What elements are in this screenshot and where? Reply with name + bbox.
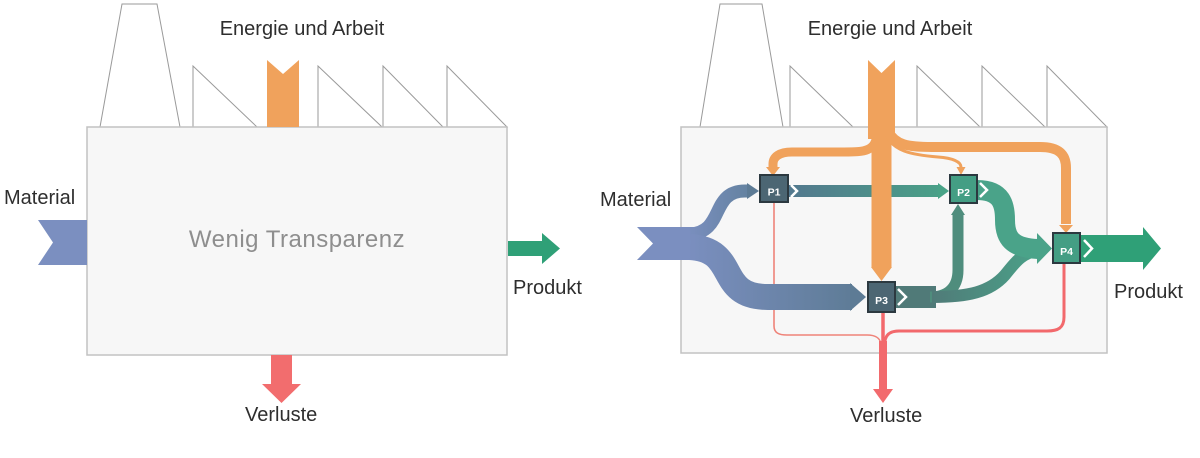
node-p2-label: P2 [957, 187, 970, 199]
node-p2 [949, 174, 978, 204]
losses-flows [773, 203, 1066, 390]
losses-arrow [262, 355, 301, 403]
p4-exit-chevron [1083, 239, 1094, 258]
roof-sawtooth [1046, 64, 1109, 128]
roof-sawtooth [382, 64, 445, 128]
node-p4-label: P4 [1060, 246, 1073, 258]
chimney-shape [699, 3, 784, 128]
roof-sawtooth [446, 64, 509, 128]
roof-sawtooth [317, 64, 384, 128]
energy-flow-to-p4 [883, 128, 1071, 224]
roof-sawtooth [789, 64, 855, 128]
p4-in-arrowhead [1037, 233, 1052, 264]
p1-exit-chevron [790, 184, 799, 198]
energy-label: Energie und Arbeit [219, 18, 385, 40]
p2-bottom-arrowhead [951, 204, 965, 215]
factory-box [86, 126, 508, 356]
p2-in-arrowhead [938, 183, 949, 199]
product-arrow [1081, 227, 1161, 270]
chimney-shape [99, 3, 181, 128]
loss-flow-p1 [773, 203, 882, 345]
material-arrow [637, 227, 698, 260]
p2-energy-arrowhead [956, 167, 966, 175]
p3-in-arrowhead [850, 283, 866, 311]
black-box-caption: Wenig Transparenz [188, 226, 406, 253]
node-p1-label: P1 [768, 186, 781, 198]
energy-arrow [267, 60, 299, 127]
p4-energy-arrowhead [1059, 225, 1073, 233]
product-label: Produkt [1114, 281, 1183, 303]
roof-sawtooth [192, 64, 259, 128]
p1-energy-arrowhead [766, 167, 780, 176]
node-p1 [759, 174, 789, 203]
material-label: Material [600, 189, 672, 211]
losses-label: Verluste [850, 405, 923, 427]
material-arrow [38, 220, 87, 265]
node-p3 [867, 281, 896, 313]
product-label: Produkt [513, 277, 582, 299]
material-label: Material [4, 187, 76, 209]
black-box-figure [38, 3, 560, 403]
losses-label: Verluste [245, 404, 318, 426]
energy-flows [768, 128, 1071, 267]
energy-label: Energie und Arbeit [807, 18, 973, 40]
diagram-transparent-processes: P1 P2 P3 P4 Energie und Arbeit Material … [600, 0, 1200, 458]
energy-arrow [868, 60, 895, 139]
p3-energy-arrowhead [871, 267, 892, 281]
roof-sawtooth [916, 64, 982, 128]
product-arrow [508, 233, 560, 264]
loss-flow-p4 [883, 264, 1066, 342]
p3-exit-chevron [897, 288, 908, 306]
node-p4 [1052, 232, 1081, 264]
material-flow-to-p1 [688, 184, 747, 241]
p1-in-arrowhead [747, 183, 759, 199]
process-flow-figure: P1 P2 P3 P4 [637, 3, 1161, 403]
flow-chevrons [790, 182, 1094, 306]
roof-sawtooth [981, 64, 1047, 128]
losses-arrowhead [873, 389, 893, 403]
material-flow-to-p3 [688, 234, 852, 310]
node-p3-label: P3 [875, 295, 888, 307]
p2-exit-chevron [979, 182, 989, 198]
flow-p2-to-p4 [976, 180, 1039, 259]
energy-flow-to-p1 [768, 130, 882, 167]
diagram-black-box: Energie und Arbeit Material Wenig Transp… [4, 3, 582, 426]
